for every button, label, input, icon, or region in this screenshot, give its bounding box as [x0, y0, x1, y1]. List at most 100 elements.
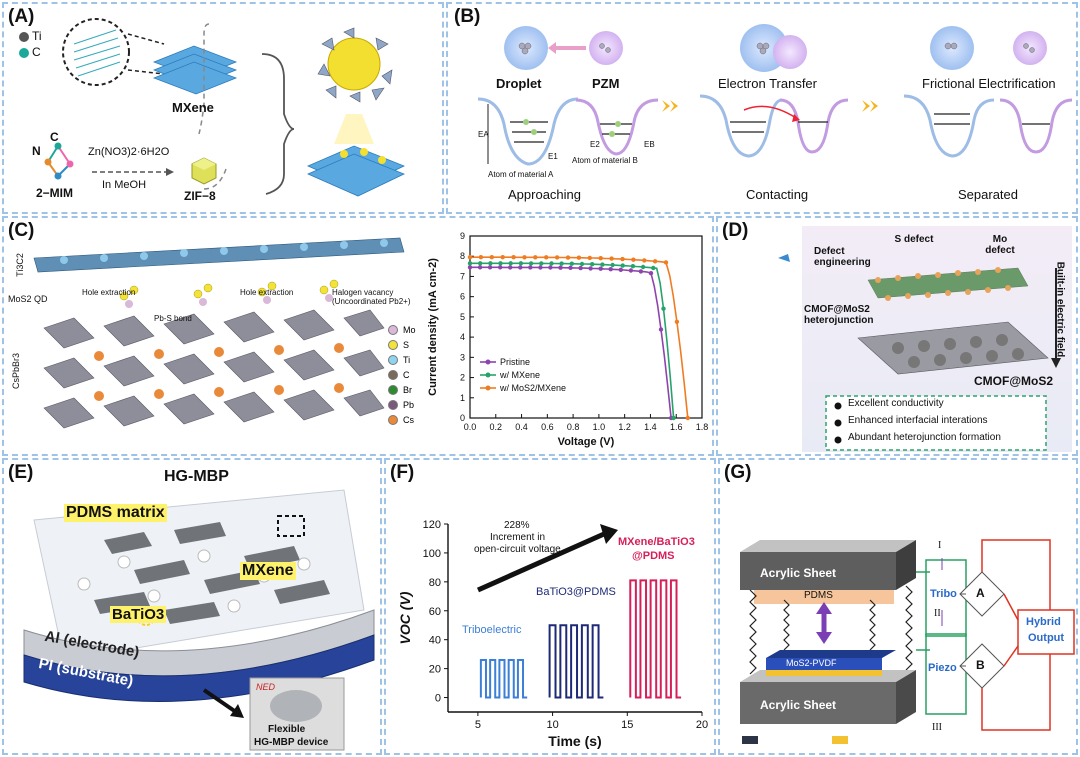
data-point [489, 255, 494, 260]
flexible-label-2: HG-MBP device [254, 737, 329, 748]
data-point [498, 261, 503, 266]
data-point [568, 265, 573, 270]
panel-d-label: (D) [722, 220, 749, 241]
legend-marker [485, 385, 491, 391]
legend-item-pb: Pb [388, 397, 428, 412]
data-point [587, 255, 592, 261]
data-point [620, 263, 625, 268]
mxene-label-e: MXene [240, 562, 296, 580]
data-point [539, 261, 544, 266]
x-axis-label: Voltage (V) [558, 436, 615, 448]
panel-e-illustration [23, 489, 375, 751]
panel-f-label: (F) [390, 462, 415, 483]
mxene-label-a: MXene [172, 100, 214, 115]
atom-b-label: Atom of material B [572, 156, 638, 165]
data-point [518, 265, 523, 270]
data-point [658, 327, 664, 332]
x-tick-label: 0.2 [490, 422, 503, 432]
data-point [609, 256, 614, 261]
mos2qd-label: MoS2 QD [8, 294, 48, 304]
y-tick-label: 6 [460, 292, 465, 302]
tribo-series-label: Triboelectric [462, 624, 522, 636]
data-point [685, 415, 690, 421]
panel-b: (B) Droplet PZM Electron Transfer Fricti… [446, 2, 1078, 214]
panel-b-label: (B) [454, 6, 481, 27]
data-point [467, 265, 473, 270]
data-point [608, 267, 613, 272]
x-tick-label: 0.4 [515, 422, 528, 432]
series-line-0 [479, 658, 528, 699]
y-tick-label: 3 [460, 352, 465, 362]
cmof-label: CMOF@MoS2 [974, 374, 1054, 388]
droplet-label: Droplet [496, 76, 542, 91]
series-line-1 [548, 624, 604, 699]
x-tick-label: 1.6 [670, 422, 683, 432]
legend-label: w/ MoS2/MXene [499, 383, 566, 393]
data-point [630, 264, 636, 269]
data-point [488, 261, 493, 266]
data-point [638, 269, 644, 274]
legend-label: Mo [403, 324, 416, 335]
x-tick-label: 0.6 [541, 422, 554, 432]
c-label: C [32, 45, 41, 59]
legend-dot [388, 399, 398, 410]
data-point [640, 264, 646, 270]
y-axis-label: Current density (mA cm-2) [427, 258, 439, 396]
data-point [628, 268, 634, 273]
data-point [508, 265, 513, 270]
bullet-1: Excellent conductivity [848, 398, 944, 409]
legend-item-c: C [388, 367, 428, 382]
reagent-label: Zn(NO3)2·6H2O [88, 146, 170, 158]
solvent-label: In MeOH [102, 179, 147, 191]
y-tick-label: 7 [460, 271, 465, 281]
hybrid-label-1: Hybrid [1026, 616, 1061, 628]
data-point [674, 319, 680, 324]
legend-label: w/ MXene [499, 370, 540, 380]
data-point [565, 255, 571, 260]
c2-label: C [50, 130, 59, 144]
y-tick-label: 9 [460, 231, 465, 241]
data-point [518, 261, 524, 266]
hole2-label: Hole extraction [240, 288, 294, 297]
panel-d: (D) Defect engineering S defect Mo defec… [716, 216, 1078, 456]
anno-increment: Increment in [490, 532, 546, 543]
data-point [478, 255, 484, 260]
legend-item-ti: Ti [388, 352, 428, 367]
hetero-label: CMOF@MoS2 heterojunction [804, 304, 874, 326]
series-line-2 [470, 256, 689, 419]
legend-item-s: S [388, 337, 428, 352]
legend-label: Br [403, 384, 412, 395]
atom-a-label: Atom of material A [488, 170, 554, 179]
data-point [576, 255, 582, 260]
y-tick-label: 20 [429, 664, 441, 676]
legend-dot [388, 369, 398, 380]
data-point [590, 262, 595, 267]
mim-label: 2−MIM [36, 186, 74, 200]
trend-arrow [476, 531, 606, 593]
x-tick-label: 1.2 [618, 422, 631, 432]
y-axis-label: VOC (V) [397, 591, 413, 644]
data-point [549, 261, 554, 266]
y-tick-label: 60 [429, 606, 441, 618]
pdms-label: PDMS matrix [64, 504, 167, 522]
data-point [558, 265, 563, 270]
hgmbp-title: HG-MBP [164, 468, 229, 485]
x-tick-label: 0.0 [464, 422, 477, 432]
electron-transfer-label: Electron Transfer [718, 76, 817, 91]
roman-2: II [934, 608, 941, 619]
mxene-series-label-2: @PDMS [632, 550, 675, 562]
data-point [620, 256, 625, 262]
hole1-label: Hole extraction [82, 288, 136, 297]
data-point [554, 255, 560, 260]
panel-e: (E) HG-MBP PDMS matrix MXene BaTiO3 Al (… [2, 458, 382, 755]
panel-c-label: (C) [8, 220, 35, 241]
y-tick-label: 80 [429, 577, 441, 589]
data-point [618, 267, 623, 272]
separated-label: Separated [958, 187, 1018, 202]
hybrid-label-2: Output [1028, 632, 1065, 644]
s-defect-label: S defect [894, 234, 934, 245]
data-point [648, 271, 654, 276]
data-point [528, 261, 534, 266]
